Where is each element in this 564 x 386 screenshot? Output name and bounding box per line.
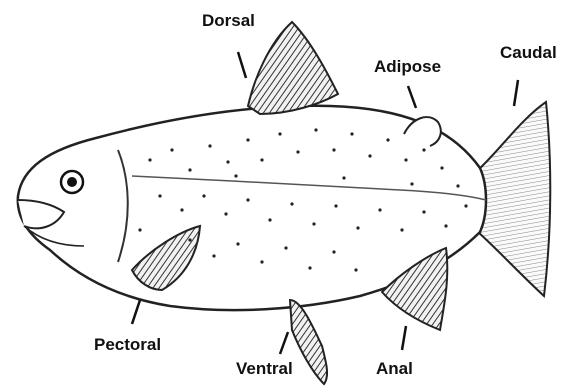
caudal-leader: [514, 80, 518, 106]
label-pectoral: Pectoral: [94, 336, 161, 353]
anal-leader: [402, 326, 406, 350]
dorsal-fin: [248, 22, 338, 114]
label-dorsal: Dorsal: [202, 12, 255, 29]
dorsal-leader: [238, 52, 246, 78]
label-adipose: Adipose: [374, 58, 441, 75]
pectoral-leader: [132, 300, 140, 324]
caudal-fin: [478, 102, 550, 296]
label-ventral: Ventral: [236, 360, 293, 377]
label-anal: Anal: [376, 360, 413, 377]
label-caudal: Caudal: [500, 44, 557, 61]
ventral-fin: [290, 300, 327, 384]
ventral-leader: [280, 332, 288, 354]
adipose-leader: [408, 86, 416, 108]
